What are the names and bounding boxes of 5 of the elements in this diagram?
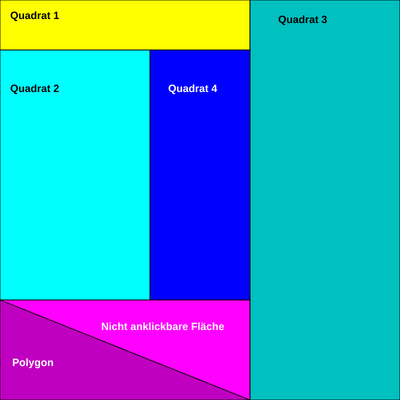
area: Quadrat 1 [0,0,250,50]
polygon: Polygon [12,358,53,368]
area: Quadrat 4 [150,50,250,300]
area: Quadrat 2 [0,50,150,300]
area: Quadrat 3 [250,0,400,400]
